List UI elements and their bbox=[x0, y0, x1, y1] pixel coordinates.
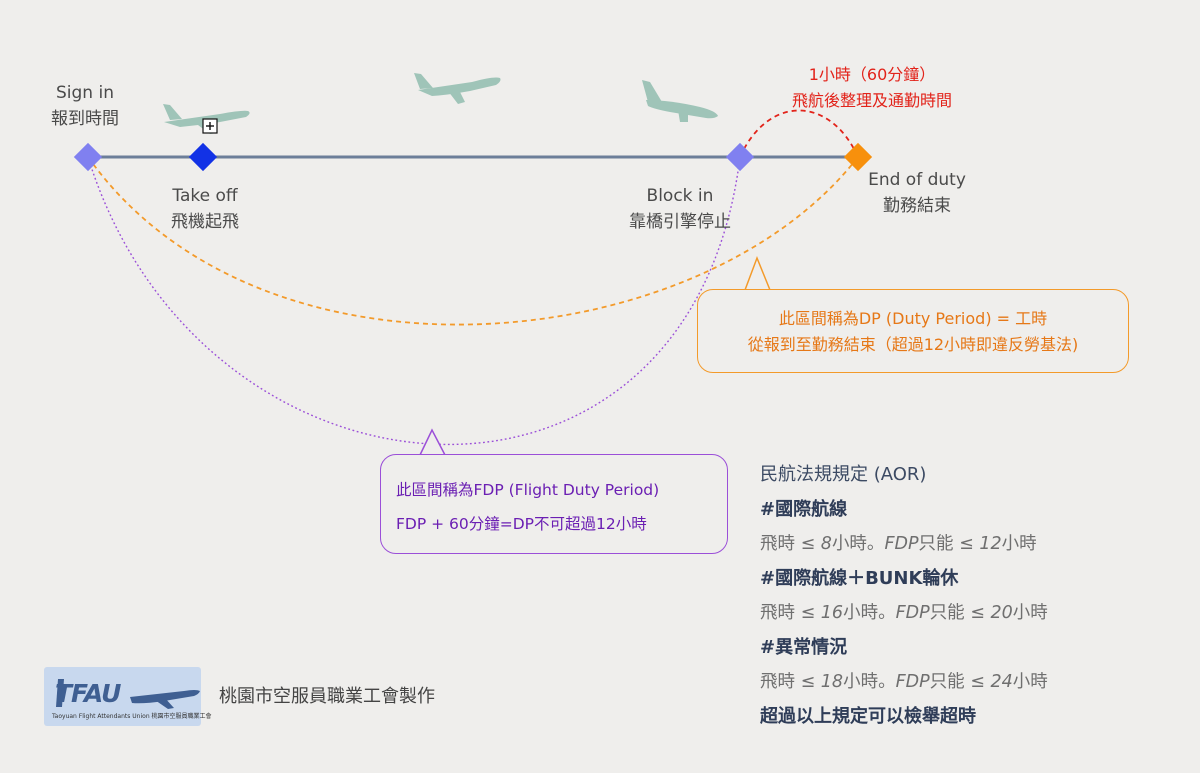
union-logo: TFAU Taoyuan Flight Attendants Union 桃園市… bbox=[44, 667, 212, 726]
dp-curve bbox=[87, 156, 859, 326]
end-of-duty-node bbox=[843, 142, 873, 172]
bunk-rule: 飛時 ≤ 16小時。FDP只能 ≤ 20小時 bbox=[760, 603, 1048, 623]
sign-in-en: Sign in bbox=[56, 83, 114, 103]
post-flight-line1: 1小時（60分鐘） bbox=[808, 65, 936, 84]
dp-callout-pointer bbox=[744, 255, 771, 291]
intl-route-rule: 飛時 ≤ 8小時。FDP只能 ≤ 12小時 bbox=[760, 534, 1037, 554]
take-off-label: Take off 飛機起飛 bbox=[145, 183, 265, 235]
bunk-heading: #國際航線＋BUNK輪休 bbox=[760, 567, 959, 589]
dp-callout-line1: 此區間稱為DP (Duty Period) = 工時 bbox=[778, 309, 1048, 328]
sign-in-label: Sign in 報到時間 bbox=[35, 80, 135, 132]
end-of-duty-label: End of duty 勤務結束 bbox=[855, 167, 979, 219]
take-off-node bbox=[188, 142, 218, 172]
sign-in-zh: 報到時間 bbox=[51, 109, 119, 129]
post-flight-arc bbox=[739, 109, 859, 158]
end-of-duty-en: End of duty bbox=[868, 170, 966, 190]
block-in-en: Block in bbox=[646, 186, 714, 206]
regulation-list: 民航法規規定 (AOR) #國際航線 飛時 ≤ 8小時。FDP只能 ≤ 12小時… bbox=[760, 460, 1180, 736]
airplane-icon bbox=[414, 73, 501, 104]
dp-callout: 此區間稱為DP (Duty Period) = 工時 從報到至勤務結束（超過12… bbox=[697, 289, 1129, 373]
fdp-callout-line2: FDP + 60分鐘=DP不可超過12小時 bbox=[396, 515, 647, 533]
block-in-label: Block in 靠橋引擎停止 bbox=[605, 183, 755, 235]
abnormal-heading: #異常情況 bbox=[760, 636, 848, 658]
intl-route-heading: #國際航線 bbox=[760, 498, 848, 520]
block-in-zh: 靠橋引擎停止 bbox=[629, 212, 731, 232]
fdp-callout-pointer bbox=[419, 428, 446, 456]
logo-airplane-icon bbox=[56, 679, 200, 709]
fdp-callout-line1: 此區間稱為FDP (Flight Duty Period) bbox=[396, 481, 660, 499]
block-in-node bbox=[725, 142, 755, 172]
airplane-icon bbox=[642, 80, 718, 122]
abnormal-rule: 飛時 ≤ 18小時。FDP只能 ≤ 24小時 bbox=[760, 672, 1048, 692]
regulation-footer: 超過以上規定可以檢舉超時 bbox=[760, 705, 976, 727]
take-off-zh: 飛機起飛 bbox=[171, 212, 239, 232]
take-off-en: Take off bbox=[172, 186, 238, 206]
fdp-callout: 此區間稱為FDP (Flight Duty Period) FDP + 60分鐘… bbox=[380, 454, 728, 554]
end-of-duty-zh: 勤務結束 bbox=[883, 196, 951, 216]
dp-callout-line2: 從報到至勤務結束（超過12小時即違反勞基法) bbox=[747, 335, 1079, 354]
regulation-title: 民航法規規定 (AOR) bbox=[760, 464, 927, 485]
credit-text: 桃園市空服員職業工會製作 bbox=[219, 686, 435, 707]
post-flight-label: 1小時（60分鐘） 飛航後整理及通勤時間 bbox=[762, 62, 982, 114]
plus-square-icon bbox=[202, 118, 218, 134]
logo-subtitle: Taoyuan Flight Attendants Union 桃園市空服員職業… bbox=[52, 713, 212, 720]
post-flight-line2: 飛航後整理及通勤時間 bbox=[791, 91, 952, 110]
sign-in-node bbox=[73, 142, 103, 172]
logo-text: TFAU bbox=[55, 679, 121, 708]
